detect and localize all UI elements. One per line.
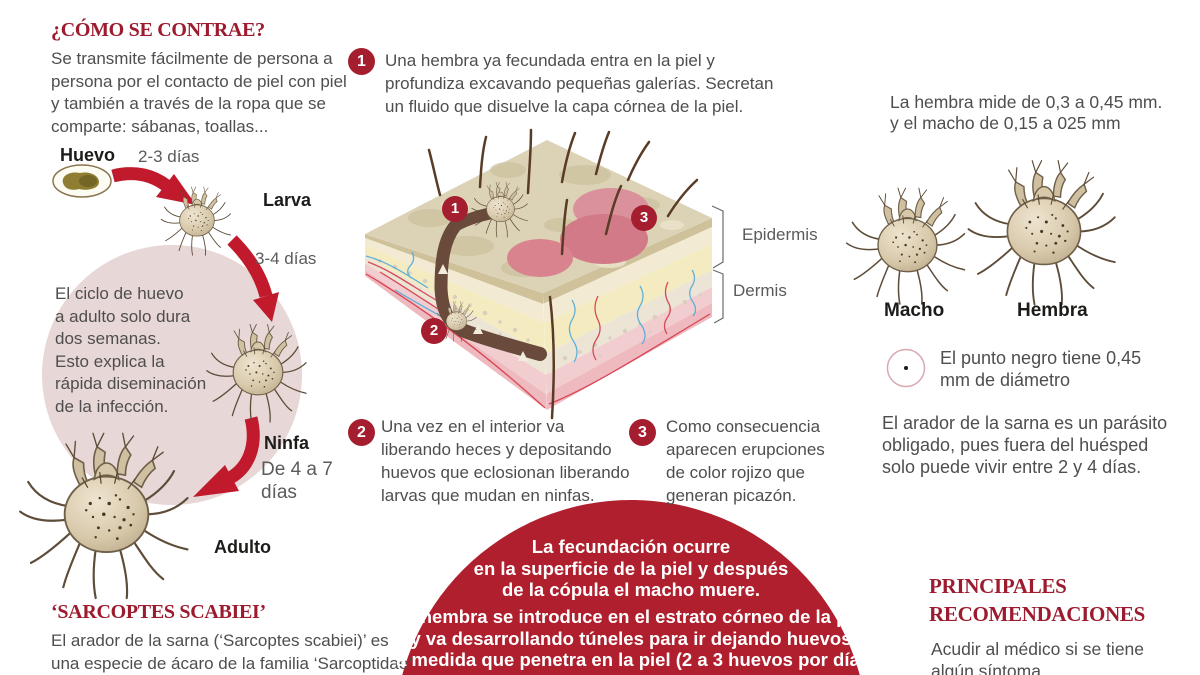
- step-2-badge: 2: [348, 419, 375, 446]
- diagram-badge-1: 1: [442, 196, 468, 222]
- scabiei-body: El arador de la sarna (‘Sarcoptes scabie…: [51, 631, 413, 673]
- dot-size-note: El punto negro tiene 0,45 mm de diámetro: [940, 348, 1142, 390]
- egg-illustration: [52, 164, 112, 198]
- skin-cross-section: [365, 128, 724, 420]
- recomendaciones-body: Acudir al médico si se tiene algún sínto…: [931, 639, 1145, 675]
- tunnel-eggs: [438, 264, 528, 361]
- step-3-badge: 3: [629, 419, 656, 446]
- dot-size-icon: [886, 348, 926, 388]
- step-1-badge: 1: [348, 48, 375, 75]
- label-dermis: Dermis: [733, 281, 787, 300]
- label-ninfa: Ninfa: [264, 433, 309, 453]
- label-larva: Larva: [263, 190, 312, 210]
- skin-hairs: [427, 128, 699, 420]
- fecundacion-text-2: La hembra se introduce en el estrato cór…: [394, 606, 868, 670]
- hembra-illustration: [967, 159, 1116, 306]
- layer-brackets: [711, 205, 724, 324]
- fecundacion-circle: [402, 500, 860, 675]
- step-3-text: Como consecuencia aparecen erupciones de…: [666, 417, 825, 505]
- label-huevo: Huevo: [60, 145, 116, 165]
- label-hembra: Hembra: [1017, 300, 1088, 321]
- cycle-note: El ciclo de huevo a adulto solo dura dos…: [55, 284, 207, 416]
- contrae-body: Se transmite fácilmente de persona a per…: [51, 49, 347, 136]
- step-1-text: Una hembra ya fecundada entra en la piel…: [385, 51, 774, 116]
- parasite-note: El arador de la sarna es un parásito obl…: [882, 413, 1168, 477]
- skin-eruption-spots: [507, 188, 649, 277]
- label-macho: Macho: [884, 300, 945, 321]
- label-epidermis: Epidermis: [742, 225, 818, 244]
- contrae-title: ¿CÓMO SE CONTRAE?: [51, 19, 265, 41]
- cycle-background-circle: [42, 245, 302, 505]
- label-dias-huevo-larva: 2-3 días: [138, 147, 200, 166]
- fecundacion-text-1: La fecundación ocurre en la superficie d…: [473, 536, 789, 600]
- label-dias-larva-ninfa: 3-4 días: [255, 249, 317, 268]
- label-dias-ninfa-adulto: De 4 a 7 días: [261, 459, 333, 503]
- diagram-badge-3: 3: [631, 205, 657, 231]
- mite-size-note: La hembra mide de 0,3 a 0,45 mm. y el ma…: [890, 92, 1163, 133]
- scabiei-title: ‘SARCOPTES SCABIEI’: [51, 601, 266, 623]
- step-2-text: Una vez en el interior va liberando hece…: [381, 417, 630, 505]
- label-adulto: Adulto: [214, 537, 271, 557]
- macho-illustration: [845, 187, 966, 305]
- recomendaciones-title: PRINCIPALES RECOMENDACIONES: [929, 574, 1146, 626]
- life-cycle-arrows: [111, 167, 279, 497]
- diagram-badge-2: 2: [421, 318, 447, 344]
